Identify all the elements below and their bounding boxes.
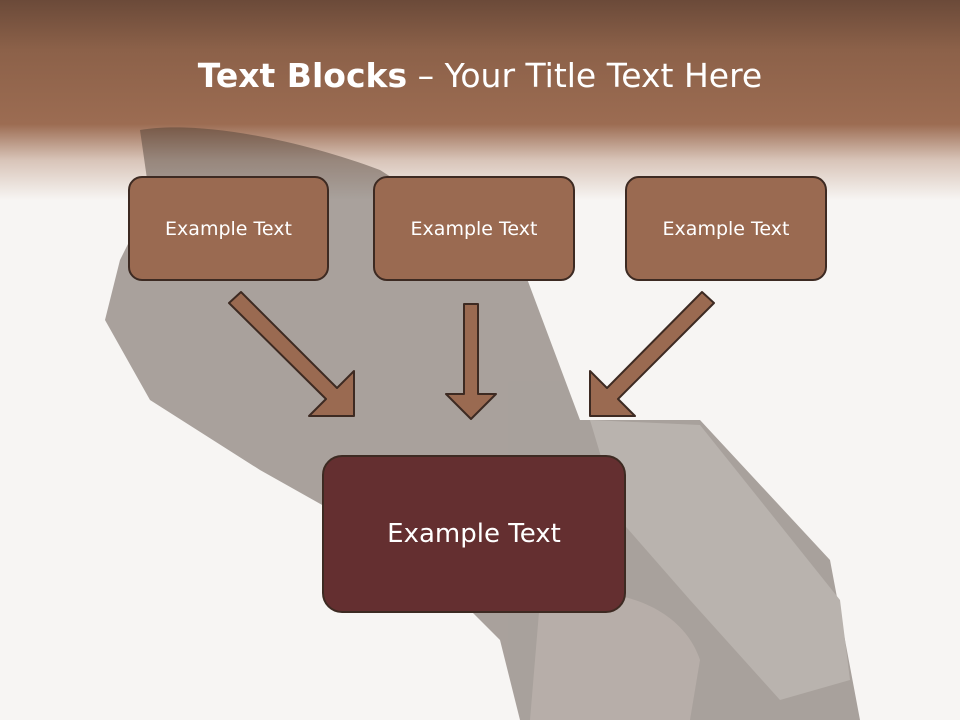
text-block-3[interactable]: Example Text — [625, 176, 827, 281]
text-block-1[interactable]: Example Text — [128, 176, 329, 281]
arrow-down-icon — [445, 303, 497, 420]
arrow-down-right-icon — [228, 291, 355, 417]
title-rest: Your Title Text Here — [444, 56, 763, 95]
text-block-label: Example Text — [662, 217, 790, 240]
text-block-label: Example Text — [410, 217, 538, 240]
main-text-block[interactable]: Example Text — [322, 455, 626, 613]
arrow-down-left-icon — [589, 291, 715, 417]
title-dash: – — [407, 56, 445, 95]
slide-title: Text Blocks – Your Title Text Here — [0, 56, 960, 95]
text-block-label: Example Text — [165, 217, 292, 240]
title-bold: Text Blocks — [197, 56, 408, 95]
title-banner — [0, 0, 960, 200]
main-text-block-label: Example Text — [387, 519, 561, 549]
text-block-2[interactable]: Example Text — [373, 176, 575, 281]
